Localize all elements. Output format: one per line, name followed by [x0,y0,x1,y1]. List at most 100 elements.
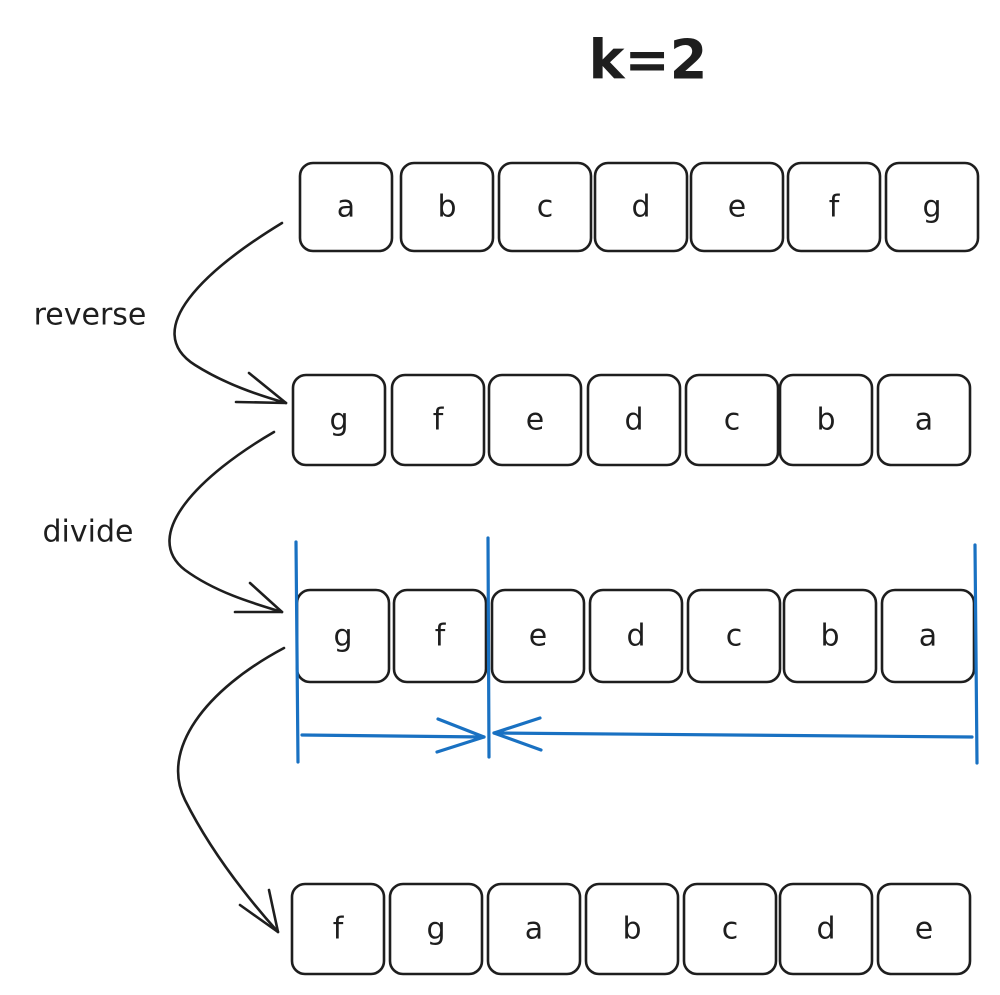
array-cell: d [588,588,684,684]
arrow-divide-shaft [168,430,284,614]
cell-value: b [816,403,835,438]
cell-value: g [922,190,941,225]
span-second-part-arrowhead [492,716,543,752]
array-cell: b [399,161,495,253]
cell-value: b [820,619,839,654]
array-cell: a [486,882,582,976]
cell-value: f [829,190,841,225]
cell-value: e [728,190,746,225]
span-second-part-arrow [492,731,974,739]
array-cell: a [298,161,394,253]
cell-value: d [631,190,650,225]
diagram-title: k=2 [589,29,708,92]
cell-box [290,882,386,976]
array-cell: c [682,882,778,976]
arrow-rotate-result-shaft [176,646,286,934]
array-cell: c [497,161,593,253]
cell-box [778,373,874,467]
cell-box [388,882,484,976]
array-cell: d [778,882,874,976]
divider-left-line [294,540,300,764]
cell-value: c [726,619,743,654]
cell-box [778,882,874,976]
array-cell: a [880,588,976,684]
cell-box [588,588,684,684]
arrow-divide [168,430,284,614]
cell-box [782,588,878,684]
arrow-reverse [173,221,288,405]
cell-value: d [624,403,643,438]
array-cell: g [884,161,980,253]
array-cell: g [291,373,387,467]
cell-value: e [526,403,544,438]
cell-value: d [626,619,645,654]
arrow-reverse-head [234,371,288,405]
divider-right-line [973,543,979,765]
array-cell: c [686,588,782,684]
array-cell: b [778,373,874,467]
cell-box [490,588,586,684]
array-row-original: a b c d e f g [298,161,980,253]
array-cell: a [876,373,972,467]
array-cell: c [684,373,780,467]
cell-box [291,373,387,467]
cell-box [686,588,782,684]
arrow-divide-head [233,581,284,614]
cell-box [880,588,976,684]
cell-value: e [529,619,547,654]
cell-value: g [333,619,352,654]
cell-box [298,161,394,253]
array-cell: g [295,588,391,684]
cell-box [392,588,488,684]
array-cell: f [392,588,488,684]
array-row-result: f g a b c d e [290,882,972,976]
cell-box [684,373,780,467]
cell-value: c [724,403,741,438]
cell-box [884,161,980,253]
cell-value: c [537,190,554,225]
array-cell: b [782,588,878,684]
cell-value: f [435,619,447,654]
array-cell: d [586,373,682,467]
cell-value: b [437,190,456,225]
cell-value: a [525,912,543,947]
cell-box [876,373,972,467]
array-row-divided: g f e d c b a [295,588,976,684]
cell-value: b [622,912,641,947]
cell-box [487,373,583,467]
cell-value: e [915,912,933,947]
cell-box [593,161,689,253]
cell-value: g [329,403,348,438]
cell-box [497,161,593,253]
cell-value: f [333,912,345,947]
cell-value: g [426,912,445,947]
cell-value: a [337,190,355,225]
cell-value: f [433,403,445,438]
arrow-reverse-shaft [173,221,288,405]
cell-box [876,882,972,976]
array-cell: e [689,161,785,253]
cell-box [390,373,486,467]
array-cell: e [487,373,583,467]
cell-value: c [722,912,739,947]
span-first-part-arrowhead [435,717,486,754]
array-row-reversed: g f e d c b a [291,373,972,467]
cell-box [786,161,882,253]
array-cell: b [584,882,680,976]
cell-box [689,161,785,253]
division-markers [294,536,979,765]
array-cell: f [786,161,882,253]
step-label-reverse: reverse [34,298,147,333]
cell-value: a [915,403,933,438]
array-cell: g [388,882,484,976]
arrow-rotate-result [176,646,286,934]
span-first-part-arrow [300,733,486,739]
array-cell: e [490,588,586,684]
cell-box [584,882,680,976]
cell-box [399,161,495,253]
array-cell: f [390,373,486,467]
cell-box [682,882,778,976]
array-cell: d [593,161,689,253]
cell-box [586,373,682,467]
